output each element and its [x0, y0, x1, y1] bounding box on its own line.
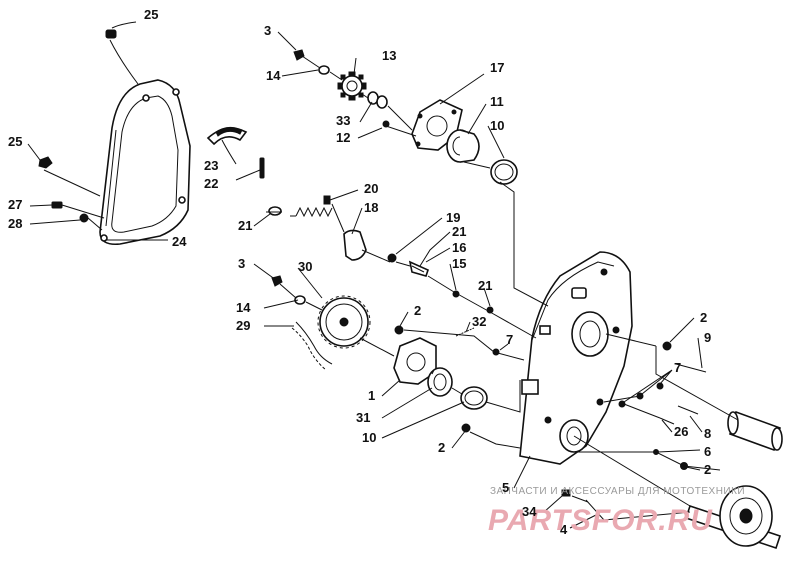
callout-29: 29 — [236, 318, 250, 333]
lower-bearing-group — [393, 337, 488, 410]
callout-2-right-top: 2 — [700, 310, 707, 325]
callout-26: 26 — [674, 424, 688, 439]
callout-30: 30 — [298, 259, 312, 274]
callout-1: 1 — [368, 388, 375, 403]
brake-pin — [259, 157, 265, 179]
callout-25-top: 25 — [144, 7, 158, 22]
callout-20: 20 — [364, 181, 378, 196]
callout-21-left: 21 — [238, 218, 252, 233]
callout-23: 23 — [204, 158, 218, 173]
callout-18: 18 — [364, 200, 378, 215]
brake-lever — [343, 229, 367, 261]
nut-7-left — [492, 348, 500, 356]
callout-24: 24 — [172, 234, 187, 249]
callout-14-upper: 14 — [266, 68, 281, 83]
lower-shaft-gear — [561, 485, 782, 550]
assembly-lines — [27, 21, 739, 529]
callout-11: 11 — [490, 94, 504, 109]
callout-27: 27 — [8, 197, 22, 212]
callout-32: 32 — [472, 314, 486, 329]
chaincase-cover — [99, 79, 191, 246]
callout-10-upper: 10 — [490, 118, 504, 133]
callout-13: 13 — [382, 48, 396, 63]
callout-14-lower: 14 — [236, 300, 251, 315]
callout-12: 12 — [336, 130, 350, 145]
callout-31: 31 — [356, 410, 370, 425]
drive-chain — [291, 321, 333, 371]
drive-coupling — [727, 410, 783, 452]
callout-19: 19 — [446, 210, 460, 225]
brake-spring — [295, 195, 333, 218]
washer-21 — [268, 206, 282, 216]
callout-7-right: 7 — [674, 360, 681, 375]
callout-25-left: 25 — [8, 134, 22, 149]
lower-left-nuts — [394, 325, 471, 433]
callout-7-mid: 7 — [506, 332, 513, 347]
callout-16: 16 — [452, 240, 466, 255]
callout-5: 5 — [502, 480, 509, 495]
callout-21-mid: 21 — [452, 224, 466, 239]
callout-3-lower: 3 — [238, 256, 245, 271]
callout-28: 28 — [8, 216, 22, 231]
callout-22: 22 — [204, 176, 218, 191]
callout-6: 6 — [704, 444, 711, 459]
callout-2-mid: 2 — [414, 303, 421, 318]
callout-34: 34 — [522, 504, 537, 519]
lower-sprocket — [317, 295, 371, 349]
callout-4: 4 — [560, 522, 568, 537]
lower-sprocket-hardware — [271, 275, 306, 305]
callout-33: 33 — [336, 113, 350, 128]
callout-8: 8 — [704, 426, 711, 441]
brake-pad — [206, 126, 248, 146]
callout-2-right-bottom: 2 — [704, 462, 711, 477]
callout-15: 15 — [452, 256, 466, 271]
cover-bolt-top — [105, 29, 117, 39]
cover-screws-left — [38, 156, 89, 223]
callout-3-upper: 3 — [264, 23, 271, 38]
callout-10-lower: 10 — [362, 430, 376, 445]
watermark-logo: PARTSFOR.RU — [488, 504, 713, 537]
callout-21-right: 21 — [478, 278, 492, 293]
callout-17: 17 — [490, 60, 504, 75]
callout-9: 9 — [704, 330, 711, 345]
upper-sprocket-group — [293, 49, 518, 185]
chaincase-housing — [519, 251, 633, 465]
callout-labels: 25 3 13 17 14 11 33 10 12 25 23 22 20 27… — [8, 7, 711, 537]
watermark-caption: ЗАПЧАСТИ И АКСЕССУАРЫ ДЛЯ МОТОТЕХНИКИ — [490, 486, 745, 497]
callout-2-lower: 2 — [438, 440, 445, 455]
